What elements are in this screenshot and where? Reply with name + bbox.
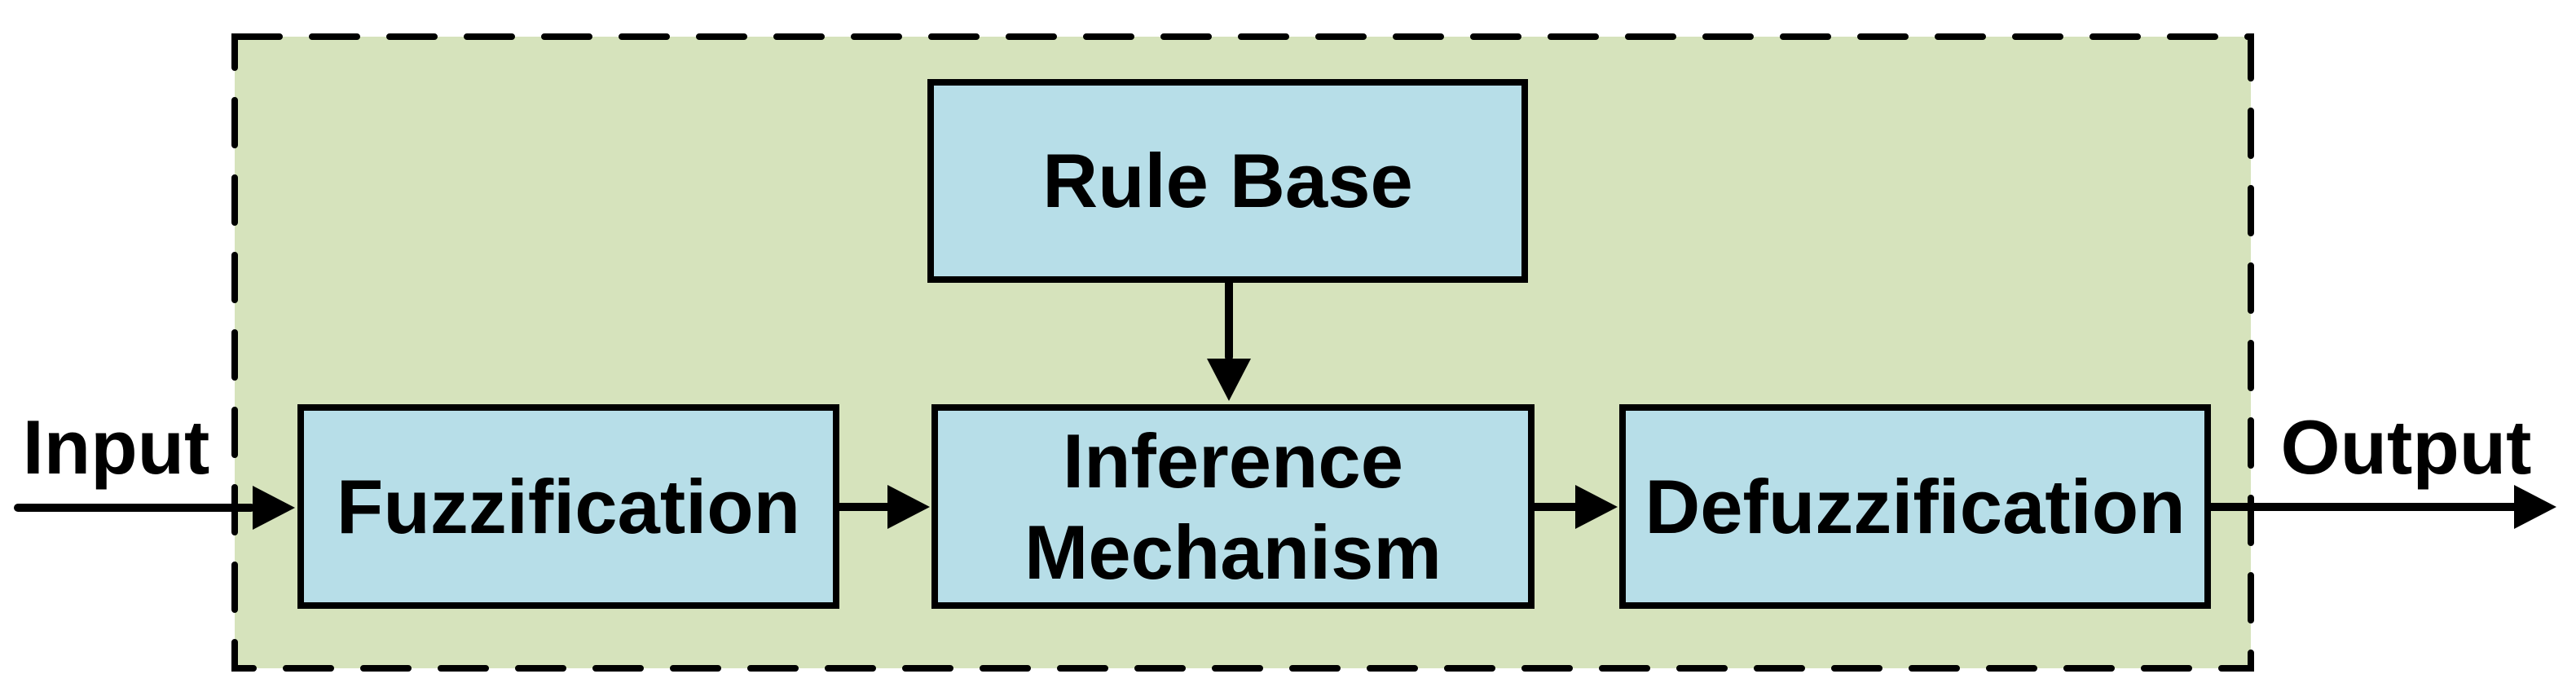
input-label: Input bbox=[22, 404, 210, 490]
input-arrow bbox=[14, 486, 295, 530]
defuzzification-label: Defuzzification bbox=[1645, 463, 2186, 549]
inference-mechanism-line1: Inference bbox=[1063, 417, 1403, 504]
defuzzification-block: Defuzzification bbox=[1619, 404, 2211, 609]
rule-base-to-inference-arrow bbox=[1207, 279, 1251, 401]
rule-base-block: Rule Base bbox=[927, 79, 1528, 283]
fuzzification-label: Fuzzification bbox=[336, 463, 801, 549]
fuzzification-to-inference-arrow bbox=[835, 485, 930, 529]
inference-mechanism-label: Inference Mechanism bbox=[1024, 416, 1442, 598]
output-label: Output bbox=[2280, 404, 2532, 490]
inference-to-defuzzification-arrow bbox=[1530, 485, 1618, 529]
inference-mechanism-block: Inference Mechanism bbox=[931, 404, 1535, 609]
rule-base-label: Rule Base bbox=[1042, 138, 1413, 223]
output-arrow bbox=[2207, 485, 2556, 529]
inference-mechanism-line2: Mechanism bbox=[1024, 509, 1442, 595]
fuzzification-block: Fuzzification bbox=[297, 404, 839, 609]
